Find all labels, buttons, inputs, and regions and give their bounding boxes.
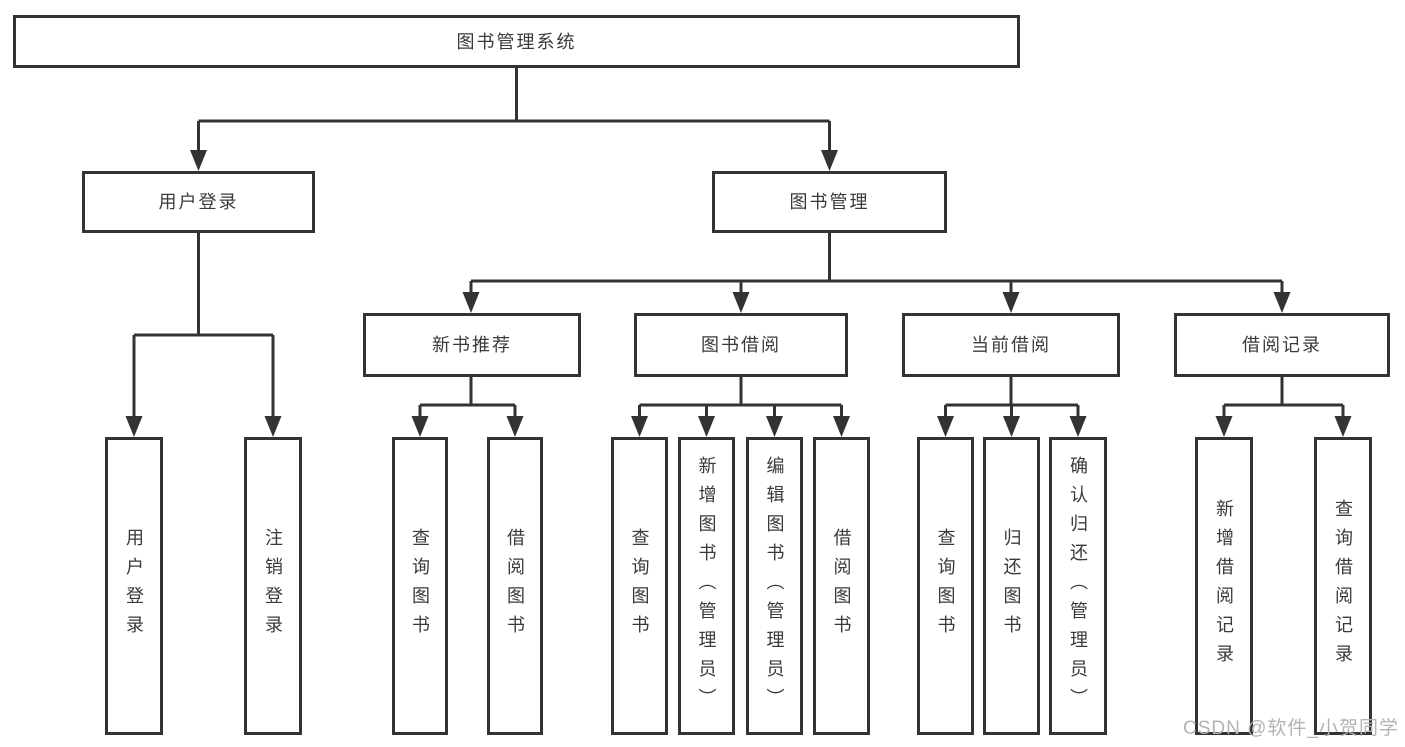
arrowhead-icon [1069,416,1087,437]
leaf-query-books-recommend: 查询图书 [392,437,448,735]
leaf-logout: 注销登录 [244,437,302,735]
arrowhead-icon [631,416,648,437]
leaf-query-books-recommend-label: 查询图书 [410,528,430,644]
leaf-return-book: 归还图书 [983,437,1040,735]
arrowhead-icon [698,416,715,437]
leaf-query-books-borrow-label: 查询图书 [629,528,650,644]
leaf-query-books-current-label: 查询图书 [935,528,956,644]
node-user-login: 用户登录 [82,171,315,233]
leaf-query-books-current: 查询图书 [917,437,974,735]
arrowhead-icon [411,416,429,437]
node-book-management: 图书管理 [712,171,947,233]
arrowhead-icon [1334,416,1352,437]
arrowhead-icon [462,292,480,313]
arrowhead-icon [732,292,750,313]
leaf-add-borrow-record: 新增借阅记录 [1195,437,1253,735]
leaf-user-login: 用户登录 [105,437,163,735]
csdn-watermark: CSDN @软件_小贺同学 [1183,718,1399,739]
node-new-book-recommend: 新书推荐 [363,313,581,377]
leaf-query-borrow-record-label: 查询借阅记录 [1333,499,1353,673]
node-library-management-system: 图书管理系统 [13,15,1020,68]
arrowhead-icon [821,150,838,171]
node-current-borrow: 当前借阅 [902,313,1120,377]
arrowhead-icon [190,150,207,171]
leaf-borrow-books-recommend-label: 借阅图书 [505,528,525,644]
leaf-user-login-label: 用户登录 [124,528,144,644]
leaf-borrow-books: 借阅图书 [813,437,870,735]
leaf-borrow-books-label: 借阅图书 [831,528,852,644]
arrowhead-icon [1003,416,1020,437]
arrowhead-icon [264,416,282,437]
arrowhead-icon [1002,292,1020,313]
leaf-edit-book-admin-label: 编辑图书（管理员） [764,455,785,717]
leaf-logout-label: 注销登录 [263,528,283,644]
arrowhead-icon [1215,416,1233,437]
leaf-confirm-return-admin-label: 确认归还（管理员） [1068,455,1088,717]
leaf-query-books-borrow: 查询图书 [611,437,668,735]
arrowhead-icon [506,416,524,437]
leaf-add-book-admin-label: 新增图书（管理员） [696,455,717,717]
node-borrow-records: 借阅记录 [1174,313,1390,377]
leaf-confirm-return-admin: 确认归还（管理员） [1049,437,1107,735]
leaf-query-borrow-record: 查询借阅记录 [1314,437,1372,735]
arrowhead-icon [125,416,143,437]
leaf-edit-book-admin: 编辑图书（管理员） [746,437,803,735]
leaf-return-book-label: 归还图书 [1001,528,1022,644]
leaf-borrow-books-recommend: 借阅图书 [487,437,543,735]
arrowhead-icon [766,416,783,437]
arrowhead-icon [833,416,850,437]
arrowhead-icon [937,416,954,437]
node-book-borrow: 图书借阅 [634,313,848,377]
leaf-add-book-admin: 新增图书（管理员） [678,437,735,735]
arrowhead-icon [1273,292,1291,313]
leaf-add-borrow-record-label: 新增借阅记录 [1214,499,1234,673]
